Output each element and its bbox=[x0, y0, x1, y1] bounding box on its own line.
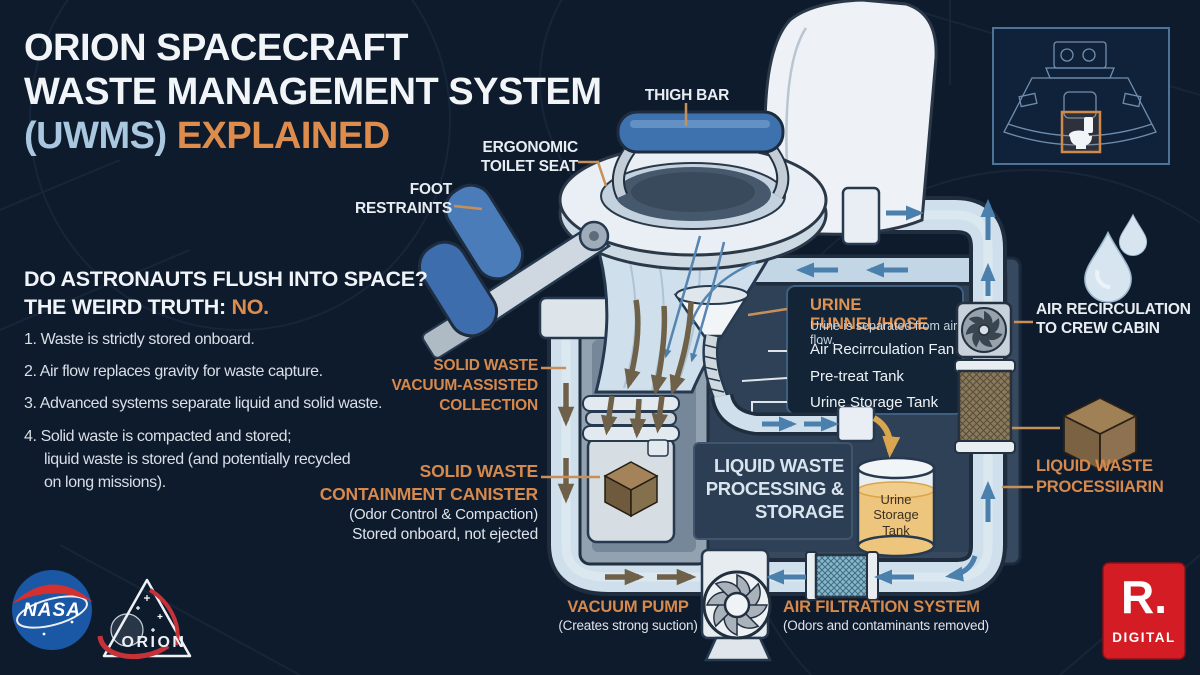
fact-item-1: 1. Waste is strictly stored onboard. bbox=[24, 331, 255, 348]
callout-lines bbox=[453, 103, 1060, 489]
foot-restraints bbox=[417, 183, 612, 359]
solid-waste-canister bbox=[582, 395, 680, 544]
waste-cube-icon bbox=[1061, 396, 1139, 472]
title-suffix: EXPLAINED bbox=[176, 115, 390, 158]
odor-filter-icon bbox=[954, 359, 1016, 454]
containment-title: SOLID WASTE CONTAINMENT CANISTER bbox=[319, 461, 539, 504]
title-line2: WASTE MANAGEMENT SYSTEM bbox=[24, 71, 602, 114]
containment-sub1: (Odor Control & Compaction) bbox=[349, 505, 538, 523]
water-droplets-icon bbox=[1084, 213, 1148, 303]
callout-vacuum-pump: VACUUM PUMP (Creates strong suction) bbox=[558, 598, 698, 634]
callout-ergonomic-seat: ERGONOMIC TOILET SEAT bbox=[480, 139, 578, 176]
urine-panel-title: URINE FUNNEL/HOSE bbox=[810, 296, 929, 333]
title-line1: ORION SPACECRAFT bbox=[24, 27, 408, 69]
title-line3: (UWMS) EXPLAINED bbox=[24, 114, 664, 158]
toilet-seat bbox=[558, 143, 828, 271]
orion-logo bbox=[97, 578, 192, 660]
question-heading: DO ASTRONAUTS FLUSH INTO SPACE? THE WEIR… bbox=[24, 266, 444, 322]
nasa-logo bbox=[12, 570, 93, 650]
r-digital-sub: DIGITAL bbox=[1112, 630, 1176, 645]
air-recirculation-fan-icon bbox=[955, 301, 1013, 359]
solid-waste-cube-icon bbox=[603, 461, 659, 518]
question-answer: NO. bbox=[231, 294, 270, 319]
nasa-logo-text: NASA bbox=[23, 600, 81, 621]
fact-list: 1. Waste is strictly stored onboard. 2. … bbox=[24, 328, 444, 503]
airflow-arrows bbox=[762, 198, 996, 585]
question-line1: DO ASTRONAUTS FLUSH INTO SPACE? bbox=[24, 267, 428, 291]
urine-panel-subtitle: Urine is separated from air flow. bbox=[810, 319, 958, 347]
callout-thigh-bar: THIGH BAR bbox=[644, 87, 730, 104]
fact-item-4: 4. Solid waste is compacted and stored; … bbox=[24, 427, 351, 491]
callout-air-recirculation: AIR RECIRCULATION TO CREW CABIN bbox=[1036, 301, 1191, 338]
capsule-inset bbox=[992, 27, 1170, 165]
urine-panel-item-fan: Air Recirrculation Fan bbox=[810, 341, 955, 358]
air-filter-icon bbox=[805, 551, 879, 601]
orion-logo-text: ORION bbox=[121, 634, 187, 651]
page-title: ORION SPACECRAFT WASTE MANAGEMENT SYSTEM… bbox=[24, 26, 664, 158]
thigh-bar bbox=[611, 110, 790, 200]
urine-storage-tank-icon bbox=[856, 456, 936, 558]
r-digital-mark: R. bbox=[1121, 571, 1167, 623]
air-stream-arrows bbox=[664, 235, 757, 363]
urine-panel-item-storage: Urine Storage Tank bbox=[810, 394, 939, 411]
liquid-waste-box bbox=[693, 442, 853, 540]
urine-transfer-pipe bbox=[710, 393, 876, 443]
callout-liquid-waste: LIQUID WASTE PROCESSIIARIN bbox=[1036, 457, 1164, 497]
containment-sub2: Stored onboard, not ejected bbox=[352, 525, 538, 543]
liquid-waste-box-label: LIQUID WASTE PROCESSING & STORAGE bbox=[705, 455, 845, 522]
callout-solid-waste-collection: SOLID WASTE VACUUM-ASSISTED COLLECTION bbox=[391, 357, 538, 415]
title-acronym: (UWMS) bbox=[24, 115, 167, 158]
callout-air-filtration: AIR FILTRATION SYSTEM (Odors and contami… bbox=[783, 598, 989, 634]
fact-item-2: 2. Air flow replaces gravity for waste c… bbox=[24, 363, 323, 381]
question-line2: THE WEIRD TRUTH: NO. bbox=[24, 294, 270, 319]
toilet-glyph-icon bbox=[1069, 117, 1093, 149]
r-digital-logo bbox=[1102, 562, 1186, 660]
urine-panel-item-pretreat: Pre-treat Tank bbox=[810, 368, 904, 385]
main-pipe-loop bbox=[547, 196, 1007, 596]
fact-item-3: 3. Advanced systems separate liquid and … bbox=[24, 395, 383, 413]
callout-foot-restraints: FOOT RESTRAINTS bbox=[354, 181, 452, 218]
urine-tank-label: Urine Storage Tank bbox=[873, 492, 919, 538]
callout-containment-canister: SOLID WASTE CONTAINMENT CANISTER (Odor C… bbox=[300, 460, 539, 544]
urine-drop-arrow bbox=[872, 415, 901, 458]
vacuum-pump-icon bbox=[700, 548, 772, 662]
